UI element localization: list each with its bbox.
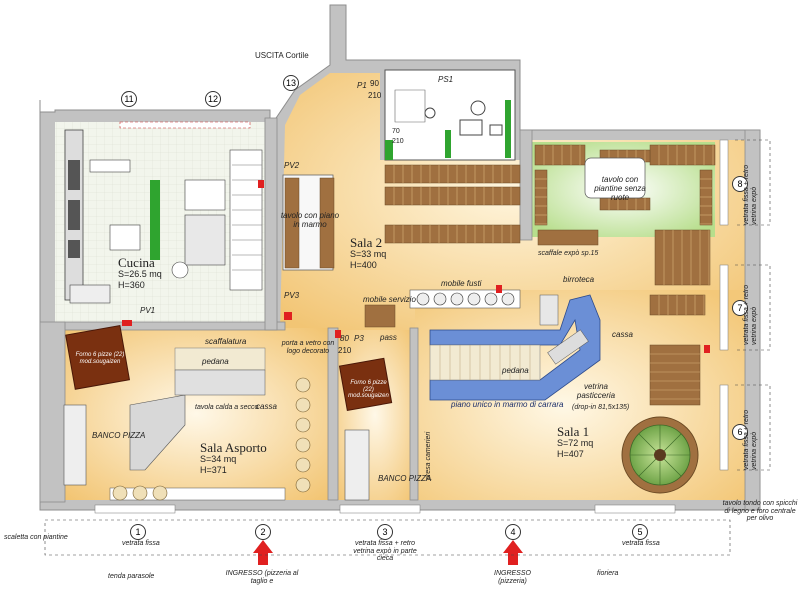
marker-12: 12 (205, 91, 221, 107)
kitchen-name: Cucina (118, 255, 155, 270)
planter-label: fioriera (597, 570, 619, 577)
sala2-height: H=400 (350, 260, 377, 270)
hot-table-label: tavola calda a secco (195, 404, 259, 411)
ps-door-width: 70 (392, 128, 400, 135)
sala2-name: Sala 2 (350, 235, 383, 250)
sala-asporto-area: S=34 mq (200, 454, 237, 464)
keg-cabinet (409, 289, 521, 309)
marker-6: 6 (732, 424, 748, 440)
oven-left-label: Forno 6 pizze (22) mod.sougaizen (75, 352, 125, 365)
dashed-outlines (44, 139, 771, 556)
window-7-text: vetrata fissa + retro vetrina expò (743, 284, 758, 345)
sala1-cash-label: cassa (612, 330, 633, 339)
marker-8: 8 (732, 176, 748, 192)
marble-top-label: piano unico in marmo di carrara (451, 400, 564, 409)
pastry-showcase-dims: (drop-in 81,5x135) (572, 404, 630, 411)
wooden-bench (384, 186, 521, 206)
kitchen-height: H=360 (118, 280, 145, 290)
awning-label: tenda parasole (108, 573, 155, 580)
front-windows (94, 139, 729, 514)
service-cabinet (364, 304, 396, 328)
marker-4: 4 (505, 524, 521, 540)
keg-cabinet-label: mobile fusti (441, 279, 482, 288)
window-6-text: vetrata fissa + retro vetrina expò (743, 409, 758, 470)
entrance-arrow-4 (503, 540, 523, 565)
wooden-bench (534, 144, 586, 166)
sala-asporto-name: Sala Asporto (200, 440, 267, 455)
kitchen-area: S=26.5 mq (118, 269, 162, 279)
asporto-platform-label: pedana (202, 357, 229, 366)
oven-mid-label: Forno 6 pizze (22) mod.sougaizen (348, 380, 389, 400)
expo-shelf-label: scaffale expò sp.15 (538, 250, 599, 257)
wooden-bench (649, 344, 701, 406)
pastry-showcase-label: vetrina pasticceria (576, 382, 616, 400)
asporto-furniture (63, 324, 393, 501)
marker-1: 1 (130, 524, 146, 540)
wooden-bench (534, 169, 548, 226)
entrance-arrow-2 (253, 540, 273, 565)
waiter-pickup-label: presa camerieri (425, 431, 432, 480)
window-4-text: INGRESSO (pizzeria) (494, 570, 531, 585)
ps1-label: PS1 (438, 75, 454, 84)
service-cabinet-label: mobile servizio (363, 295, 416, 304)
ps-door-height: 210 (392, 138, 404, 145)
window-2-text: INGRESSO (pizzeria al taglio e (225, 570, 299, 585)
sala1-height: H=407 (557, 449, 584, 459)
door-p1-label: P1 (357, 81, 367, 90)
window-8-text: vetrata fissa + retro vetrina expò (743, 164, 758, 225)
round-table (621, 416, 699, 494)
bar-counter (429, 294, 601, 401)
wooden-bench (654, 229, 711, 286)
door-p1-height: 210 (368, 91, 382, 100)
pass-label: pass (380, 333, 397, 342)
door-pv2: PV2 (284, 161, 300, 170)
wooden-bench (649, 144, 716, 166)
sala1-area: S=72 mq (557, 438, 594, 448)
sala1-platform-label: pedana (502, 366, 529, 375)
wooden-bench (649, 294, 706, 316)
bathrooms (384, 69, 516, 161)
marker-2: 2 (255, 524, 271, 540)
shelving-label: scaffalatura (205, 337, 247, 346)
window-1-text: vetrata fissa (122, 540, 160, 547)
marble-table-sala2 (282, 174, 335, 271)
round-table-label: tavolo tondo con spicchi di legno e foro… (722, 500, 798, 523)
sala1-name: Sala 1 (557, 424, 590, 439)
marker-3: 3 (377, 524, 393, 540)
door-p1-width: 90 (370, 79, 379, 88)
window-3-text: vetrata fissa + retro vetrina expò in pa… (353, 540, 417, 563)
kitchen-equipment (64, 121, 263, 304)
door-p3-width: 80 (340, 334, 349, 343)
sala-asporto-height: H=371 (200, 465, 227, 475)
marker-11: 11 (121, 91, 137, 107)
door-markers (122, 180, 710, 353)
door-pv3: PV3 (284, 291, 300, 300)
pizza-counter-left-label: BANCO PIZZA (92, 431, 146, 440)
marker-5: 5 (632, 524, 648, 540)
window-5-text: vetrata fissa (622, 540, 660, 547)
door-p3-label: P3 (354, 334, 364, 343)
courtyard-exit-label: USCITA Cortile (255, 51, 309, 60)
pizza-counter-mid-label: BANCO PIZZA (378, 474, 432, 483)
steps-with-plants-label: scaletta con piantine (4, 534, 68, 541)
wooden-bench (699, 169, 713, 226)
marble-table-label: tavolo con piano in marmo (280, 211, 340, 229)
sala2-area: S=33 mq (350, 249, 387, 259)
plant-table-label: tavolo con piantine senza ruote (594, 175, 646, 202)
glass-door-label: porta a vetro con logo decorato (281, 340, 335, 355)
door-p3-height: 210 (338, 346, 352, 355)
wooden-bench (384, 224, 521, 244)
asporto-cash-label: cassa (256, 402, 277, 411)
wooden-tables (384, 144, 716, 406)
plant-table (584, 157, 646, 199)
wooden-bench (384, 164, 521, 184)
marker-13: 13 (283, 75, 299, 91)
expo-shelf (537, 229, 599, 246)
birroteca-label: birroteca (563, 275, 595, 284)
marker-7: 7 (732, 300, 748, 316)
door-pv1: PV1 (140, 306, 156, 315)
